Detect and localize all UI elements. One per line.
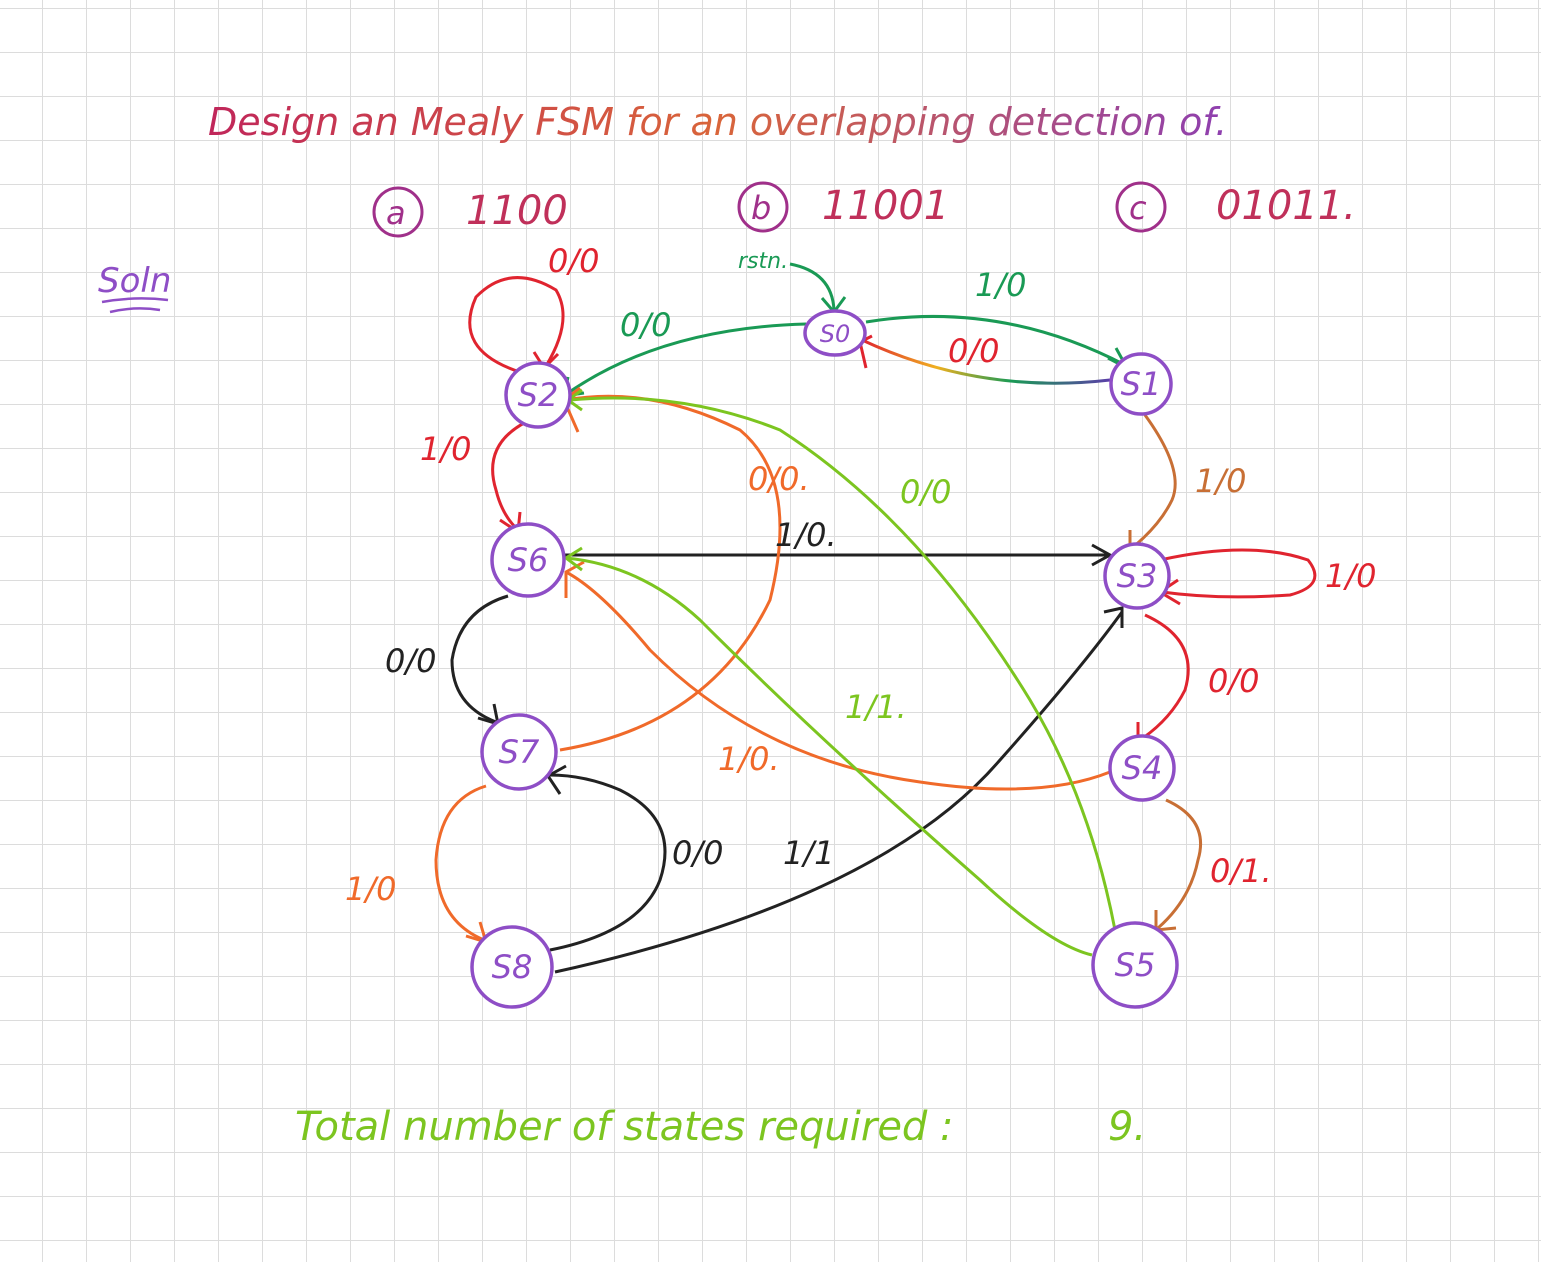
label-s8-s7: 0/0 [672, 834, 724, 872]
edge-s1-s3 [1128, 414, 1177, 552]
footer-value: 9. [1108, 1104, 1146, 1150]
state-s4-label: S4 [1122, 749, 1163, 787]
page-title: Design an Mealy FSM for an overlapping d… [208, 100, 1227, 144]
label-s8-s3: 1/1 [783, 834, 835, 872]
state-s2-label: S2 [518, 376, 559, 414]
reset-arrow [789, 262, 836, 311]
edge-s3-self [1157, 548, 1317, 606]
edge-s2-self [468, 276, 565, 374]
label-s5-s2: 0/0 [900, 473, 952, 511]
label-s3-self: 1/0 [1325, 557, 1377, 595]
label-s2-self: 0/0 [548, 242, 600, 280]
label-s4-s6: 1/0. [718, 740, 780, 778]
label-s5-s6: 1/1. [845, 688, 907, 726]
state-s1: S1 [1109, 352, 1173, 416]
edge-s6-s7 [450, 594, 509, 727]
label-s6-s7: 0/0 [385, 642, 437, 680]
soln-underline [101, 297, 169, 314]
state-s2: S2 [504, 361, 572, 429]
label-s4-s5: 0/1. [1210, 852, 1272, 890]
option-a-marker: a [386, 194, 406, 232]
state-s7: S7 [480, 713, 558, 791]
edge-s5-s6 [563, 546, 1093, 957]
option-c-marker: c [1129, 189, 1147, 227]
state-s7-label: S7 [499, 733, 540, 771]
label-s7-s2: 0/0. [748, 460, 810, 498]
option-b-sequence: 11001 [822, 183, 949, 229]
state-s3: S3 [1103, 542, 1171, 610]
state-s4: S4 [1108, 734, 1176, 802]
state-s6-label: S6 [508, 541, 549, 579]
state-s3-label: S3 [1117, 557, 1158, 595]
option-b: b 11001 [737, 181, 949, 233]
state-s8-label: S8 [492, 948, 533, 986]
state-s0-label: S0 [820, 320, 851, 348]
edge-s4-s5 [1154, 798, 1203, 932]
label-s3-s4: 0/0 [1208, 662, 1260, 700]
edge-s5-s2 [565, 388, 1117, 931]
option-c: c 01011. [1115, 181, 1356, 233]
edge-s7-s8 [434, 784, 489, 945]
state-s6: S6 [490, 522, 566, 598]
option-a: a 1100 [372, 186, 568, 238]
state-s0: S0 [803, 309, 867, 357]
edge-s8-s7 [545, 764, 667, 952]
label-s6-s3: 1/0. [775, 516, 837, 554]
edge-s6-s3 [560, 543, 1114, 567]
edge-s0-s2 [562, 322, 807, 398]
edge-s8-s3 [554, 606, 1124, 974]
edge-s7-s2 [559, 386, 782, 752]
edge-s2-s6 [491, 420, 527, 535]
label-s0-s1: 1/0 [975, 266, 1027, 304]
option-c-sequence: 01011. [1216, 183, 1356, 229]
state-s1-label: S1 [1121, 365, 1162, 403]
edge-s3-s4 [1136, 613, 1190, 744]
state-s8: S8 [470, 925, 554, 1009]
label-s7-s8: 1/0 [345, 870, 397, 908]
label-s1-s3: 1/0 [1195, 462, 1247, 500]
reset-label: rstn. [738, 249, 788, 274]
option-a-sequence: 1100 [466, 188, 568, 234]
label-s1-s0: 0/0 [948, 332, 1000, 370]
label-s0-s2: 0/0 [620, 306, 672, 344]
footer-text: Total number of states required : [295, 1104, 954, 1150]
state-s5: S5 [1091, 921, 1179, 1009]
label-s2-s6: 1/0 [420, 430, 472, 468]
soln-label: Soln [98, 261, 171, 301]
state-s5-label: S5 [1115, 946, 1156, 984]
edge-s4-s6 [564, 560, 1111, 791]
option-b-marker: b [751, 189, 771, 227]
